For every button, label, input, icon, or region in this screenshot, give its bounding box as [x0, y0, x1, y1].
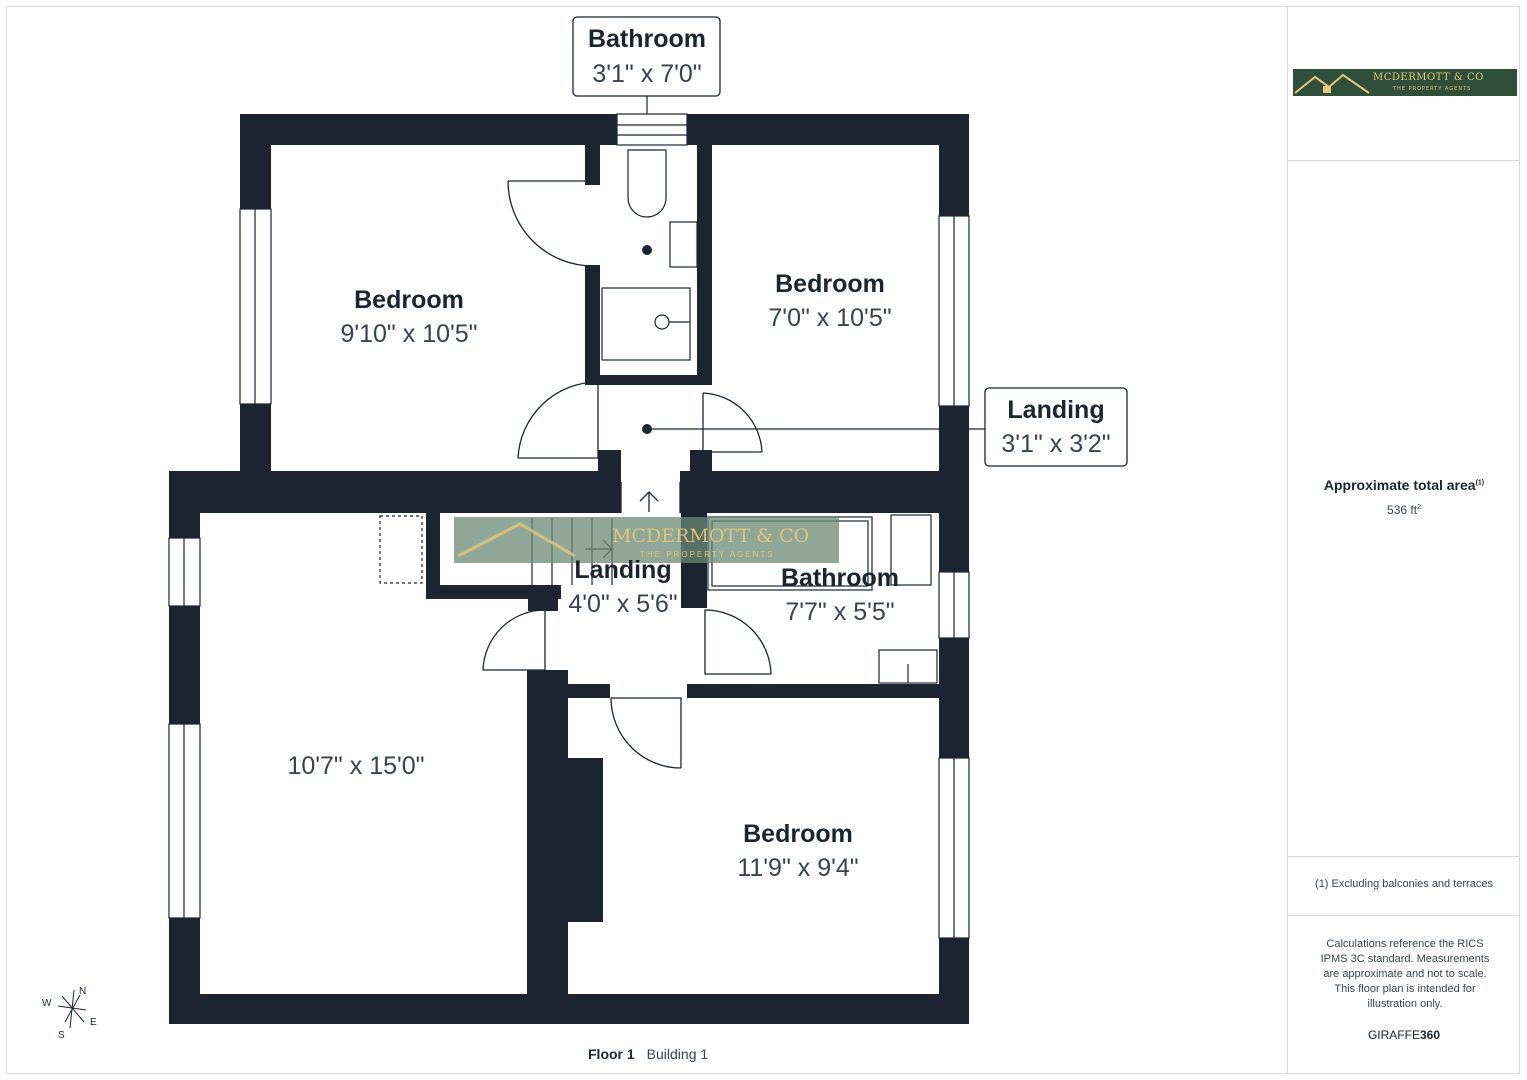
logo-tagline: THE PROPERTY AGENTS [1393, 86, 1472, 92]
room-name-bathroom-top: Bathroom [588, 25, 706, 53]
room-name-landing-center: Landing [574, 556, 671, 584]
room-dims-bathroom-top: 3'1" x 7'0" [592, 60, 701, 88]
divider [1288, 915, 1520, 916]
disclaimer: Calculations reference the RICS IPMS 3C … [1320, 938, 1490, 1010]
area-value: 536 ft2 [1288, 503, 1520, 517]
compass-e: E [90, 1017, 97, 1028]
floor-caption: Floor 1 Building 1 [588, 1046, 708, 1062]
windows [168, 113, 970, 939]
room-name-bedroom-top-right: Bedroom [775, 270, 885, 298]
room-dims-bedroom-top-right: 7'0" x 10'5" [768, 304, 891, 332]
doors [482, 180, 772, 769]
house-roof-icon [1294, 73, 1370, 94]
divider [1288, 160, 1520, 161]
giraffe360-brand: GIRAFFE360 [1288, 1028, 1520, 1042]
watermark-tagline: THE PROPERTY AGENTS [640, 550, 775, 559]
compass-n: N [79, 986, 86, 997]
fixture-dots [642, 245, 652, 434]
floor-label: Floor 1 [588, 1046, 635, 1062]
area-title: Approximate total area(1) [1288, 477, 1520, 493]
room-name-landing-right: Landing [1007, 396, 1104, 424]
brand-part-b: 360 [1419, 1028, 1441, 1042]
room-name-bedroom-bottom: Bedroom [743, 820, 853, 848]
compass-icon: N W E S [42, 986, 97, 1041]
walls [169, 114, 969, 1024]
room-dims-bathroom-mid: 7'7" x 5'5" [785, 598, 894, 626]
logo-name: MCDERMOTT & CO [1373, 72, 1484, 83]
agency-logo: MCDERMOTT & CO THE PROPERTY AGENTS [1293, 69, 1517, 96]
room-dims-bedroom-bottom: 11'9" x 9'4" [737, 854, 858, 882]
area-unit-sup: 2 [1417, 504, 1421, 511]
page-frame [6, 6, 1520, 1074]
room-dims-landing-center: 4'0" x 5'6" [568, 590, 677, 618]
side-panel: MCDERMOTT & CO THE PROPERTY AGENTS Appro… [1287, 6, 1520, 1074]
floor-plan: MCDERMOTT & CO THE PROPERTY AGENTS Bathr… [42, 16, 1128, 1041]
room-dims-landing-right: 3'1" x 3'2" [1001, 430, 1110, 458]
watermark-name: MCDERMOTT & CO [612, 525, 809, 547]
callout-bathroom-top [572, 16, 721, 97]
building-label: Building 1 [646, 1046, 709, 1062]
area-value-text: 536 ft [1387, 503, 1418, 517]
watermark: MCDERMOTT & CO THE PROPERTY AGENTS [454, 517, 839, 563]
room-name-bathroom-mid: Bathroom [781, 564, 899, 592]
area-title-text: Approximate total area [1323, 477, 1476, 493]
compass-w: W [42, 998, 52, 1009]
area-footnote: (1) Excluding balconies and terraces [1315, 878, 1493, 890]
callout-landing-right [984, 387, 1128, 467]
area-footnote-mark: (1) [1475, 479, 1485, 487]
room-labels: Bathroom 3'1" x 7'0" Bedroom 9'10" x 10'… [287, 25, 1110, 882]
divider [1288, 856, 1520, 857]
compass-s: S [58, 1030, 65, 1041]
room-dims-bedroom-top-left: 9'10" x 10'5" [340, 320, 477, 348]
room-name-bedroom-top-left: Bedroom [354, 286, 464, 314]
brand-part-a: GIRAFFE [1367, 1028, 1420, 1042]
room-dims-room-left: 10'7" x 15'0" [287, 752, 424, 780]
